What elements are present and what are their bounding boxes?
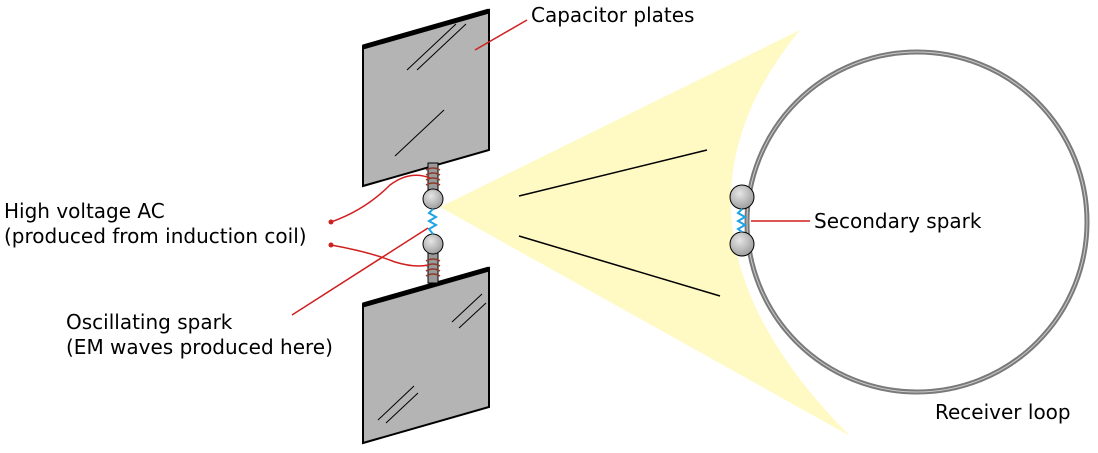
leader-dot-top — [328, 219, 334, 225]
leader-dot-bottom — [328, 242, 334, 248]
rod-bottom — [425, 252, 441, 284]
capacitor-plate-bottom — [362, 266, 490, 445]
label-receiver-loop: Receiver loop — [935, 400, 1071, 424]
leader-lines — [291, 19, 810, 316]
spark-gap-sphere-bottom — [422, 233, 444, 255]
label-high-voltage-line1: High voltage AC — [4, 199, 165, 223]
capacitor-plate-top — [362, 8, 490, 188]
beam-ray-lower — [518, 235, 721, 297]
label-high-voltage-line2: (produced from induction coil) — [4, 224, 307, 248]
receiver-sphere-top — [729, 184, 755, 210]
beam-ray-upper — [518, 149, 708, 197]
label-oscillating-spark-line2: (EM waves produced here) — [66, 335, 333, 359]
leader-capacitor-plates — [474, 19, 528, 51]
leader-high-voltage-top — [330, 174, 431, 223]
label-secondary-spark: Secondary spark — [814, 209, 982, 233]
label-oscillating-spark-line1: Oscillating spark — [66, 310, 233, 334]
receiver-loop-inner — [746, 51, 1088, 393]
leader-oscillating-spark — [291, 227, 429, 316]
secondary-spark — [735, 208, 748, 233]
leader-high-voltage-bottom — [330, 244, 429, 267]
spark-gap-sphere-top — [422, 188, 444, 210]
receiver-sphere-bottom — [729, 231, 755, 257]
label-capacitor-plates: Capacitor plates — [531, 3, 695, 27]
oscillating-spark — [426, 208, 439, 235]
em-wave-beam — [440, 30, 850, 436]
